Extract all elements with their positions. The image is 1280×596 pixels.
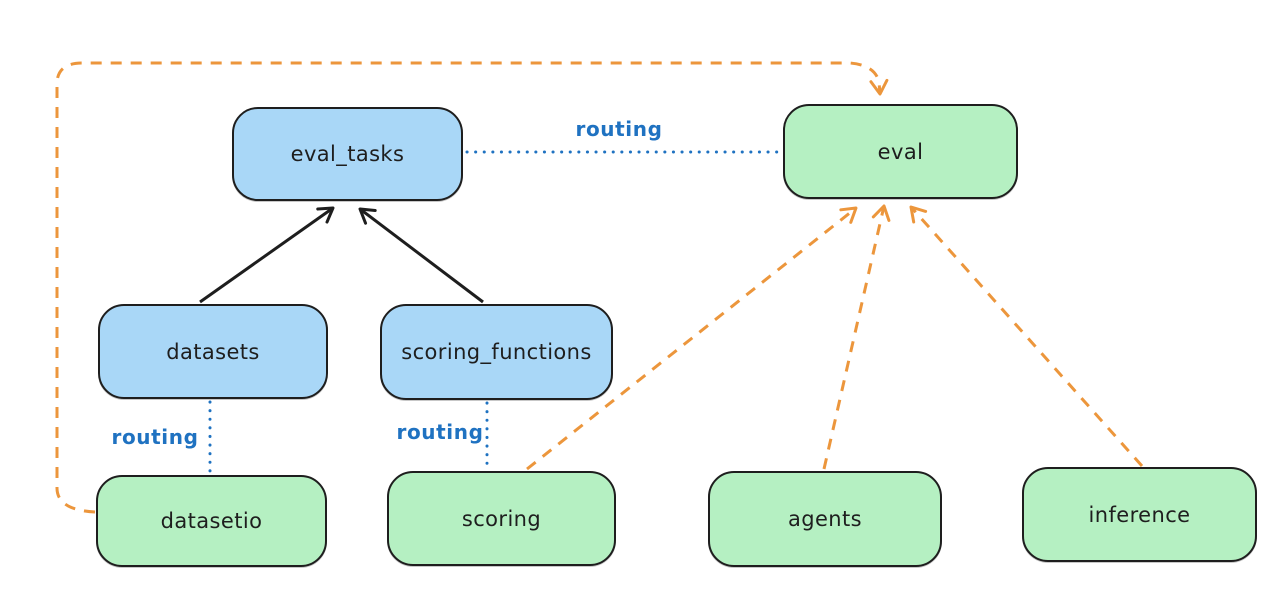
label-routing-top: routing — [575, 117, 663, 141]
edge-agents-to-eval — [822, 204, 891, 470]
edge-scoring_functions-to-eval_tasks — [358, 207, 484, 304]
node-label-eval_tasks: eval_tasks — [290, 142, 405, 166]
node-scoring: scoring — [387, 471, 616, 566]
node-label-scoring_functions: scoring_functions — [401, 340, 592, 364]
node-label-agents: agents — [787, 507, 862, 531]
edge-inference-to-eval — [909, 205, 1144, 467]
node-label-inference: inference — [1088, 502, 1191, 527]
node-label-datasets: datasets — [166, 339, 260, 364]
edge-datasets-to-eval_tasks — [199, 206, 335, 304]
edge-scoring-to-eval — [526, 206, 858, 471]
node-label-datasetio: datasetio — [160, 509, 263, 533]
node-datasets: datasets — [98, 304, 328, 399]
node-inference: inference — [1022, 467, 1257, 562]
node-label-scoring: scoring — [461, 506, 542, 531]
node-label-eval: eval — [877, 139, 924, 164]
node-eval: eval — [783, 104, 1018, 199]
edge-datasetio-to-eval-loop — [55, 61, 889, 514]
node-scoring_functions: scoring_functions — [380, 304, 613, 400]
node-agents: agents — [708, 471, 942, 567]
node-eval_tasks: eval_tasks — [232, 107, 463, 201]
label-routing-middle: routing — [396, 420, 484, 444]
label-routing-left: routing — [111, 425, 199, 449]
node-datasetio: datasetio — [96, 475, 327, 567]
